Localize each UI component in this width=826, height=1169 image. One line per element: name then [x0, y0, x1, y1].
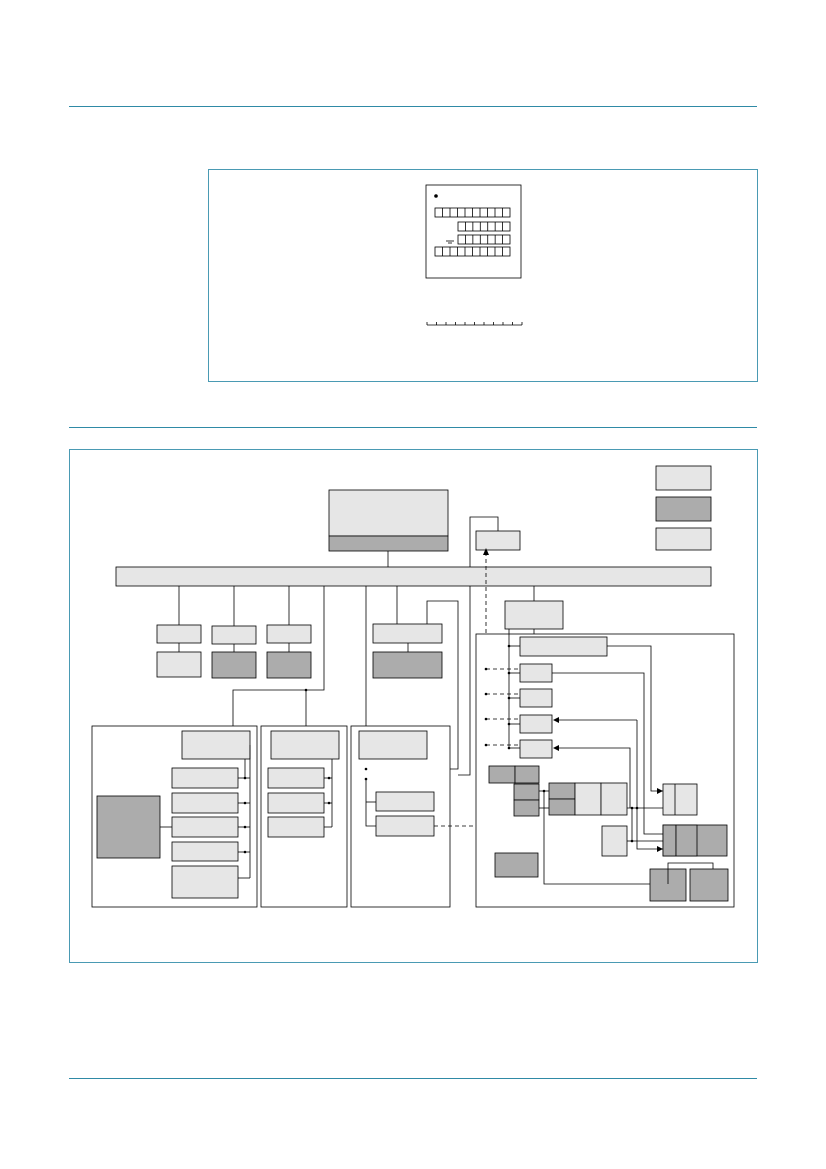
memory-ctrl-3 [266, 624, 312, 644]
memory-2 [211, 651, 257, 679]
package-outline [425, 184, 522, 279]
debug-block [475, 530, 521, 551]
legend-swatch-dark [655, 496, 712, 522]
analog-block [96, 795, 161, 859]
memory-ctrl-4 [372, 623, 443, 644]
legend-swatch-light-2 [655, 527, 712, 551]
divider-block [601, 825, 628, 857]
osc-3 [513, 783, 540, 801]
memory-ctrl-1 [156, 624, 202, 644]
bridge-1 [181, 730, 251, 760]
memory-3 [266, 651, 312, 679]
footer-rule [69, 1078, 757, 1079]
system-control-bridge [504, 600, 564, 630]
periph-2c [267, 816, 325, 838]
periph-2a [267, 767, 325, 789]
sc-register [519, 636, 608, 657]
marking-row-3 [457, 234, 511, 245]
memory-1 [156, 651, 202, 678]
osc-2 [514, 765, 540, 784]
osc-4 [513, 799, 540, 817]
section-rule [69, 427, 757, 428]
pin1-dot-icon [434, 194, 438, 198]
sc-block-2 [519, 688, 553, 708]
cpu-subblock [328, 535, 449, 552]
rtc-block [494, 852, 539, 878]
periph-1c [171, 816, 239, 838]
clk-out-2 [689, 868, 729, 902]
bridge-2 [270, 730, 340, 760]
periph-2b [267, 792, 325, 814]
pll-4 [600, 782, 628, 816]
marking-row-2 [457, 221, 511, 232]
bridge-3 [358, 730, 428, 760]
memory-ctrl-2 [211, 625, 257, 645]
legend-swatch-light [655, 465, 712, 491]
periph-3a [375, 791, 435, 812]
sc-block-3 [519, 714, 553, 734]
sc-block-1 [519, 663, 553, 683]
periph-1d [171, 841, 239, 862]
header-rule [69, 106, 757, 107]
pll-2 [548, 798, 576, 816]
system-bus [115, 566, 712, 587]
periph-1b [171, 792, 239, 814]
pll-1 [548, 782, 576, 800]
memory-4 [372, 651, 443, 679]
periph-3b [375, 815, 435, 837]
periph-1e [171, 865, 239, 899]
pll-3 [574, 782, 602, 816]
osc-1 [488, 765, 516, 784]
periph-1a [171, 767, 239, 789]
sc-block-4 [519, 739, 553, 759]
cpu-block [328, 489, 449, 537]
mux-1 [662, 783, 698, 816]
